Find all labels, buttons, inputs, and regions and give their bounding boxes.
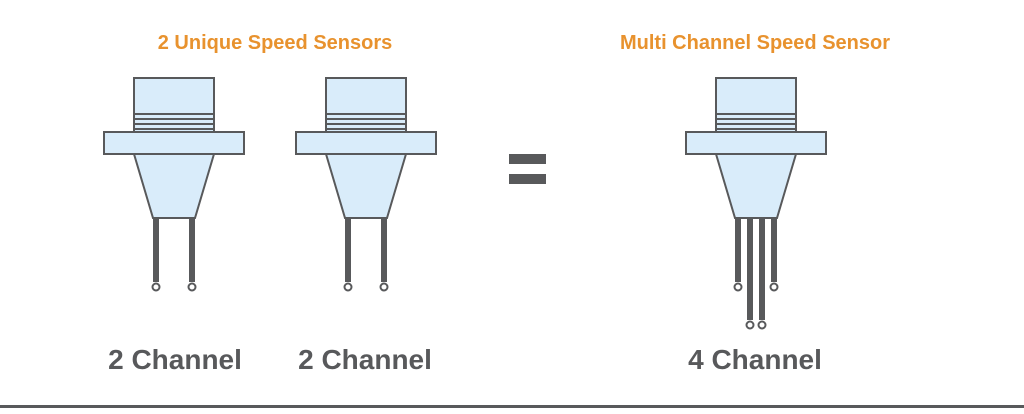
sensor-wire — [771, 218, 777, 282]
sensor-wire — [747, 218, 753, 320]
sensor-wire — [345, 218, 351, 282]
sensor-body — [132, 153, 216, 219]
wire-terminal — [757, 320, 767, 330]
sensor-cap — [133, 77, 215, 115]
sensor-2-channel-label: 2 Channel — [298, 344, 432, 375]
wire-terminal — [769, 282, 779, 292]
sensor-flange — [295, 131, 437, 155]
wire-terminal — [343, 282, 353, 292]
equals-sign — [509, 154, 546, 184]
wire-terminal — [379, 282, 389, 292]
sensor-wire — [153, 218, 159, 282]
sensor-flange — [103, 131, 245, 155]
sensor-1-channel-label: 2 Channel — [108, 344, 242, 375]
sensor-body — [714, 153, 798, 219]
wire-terminal — [151, 282, 161, 292]
sensor-flange — [685, 131, 827, 155]
sensor-3 — [685, 77, 827, 330]
sensor-cap — [715, 77, 797, 115]
sensor-wire — [735, 218, 741, 282]
heading-unique-sensors: 2 Unique Speed Sensors — [157, 32, 393, 54]
sensor-wire — [381, 218, 387, 282]
bottom-divider — [0, 405, 1024, 408]
wire-terminal — [745, 320, 755, 330]
heading-multi-channel-sensor: Multi Channel Speed Sensor — [619, 32, 891, 54]
sensor-body — [324, 153, 408, 219]
sensor-cap — [325, 77, 407, 115]
sensor-3-channel-label: 4 Channel — [688, 344, 822, 375]
sensor-wire — [759, 218, 765, 320]
sensor-2 — [295, 77, 437, 292]
sensor-wire — [189, 218, 195, 282]
sensor-1 — [103, 77, 245, 292]
wire-terminal — [733, 282, 743, 292]
wire-terminal — [187, 282, 197, 292]
equals-bar-top — [509, 154, 546, 164]
equals-bar-bottom — [509, 174, 546, 184]
